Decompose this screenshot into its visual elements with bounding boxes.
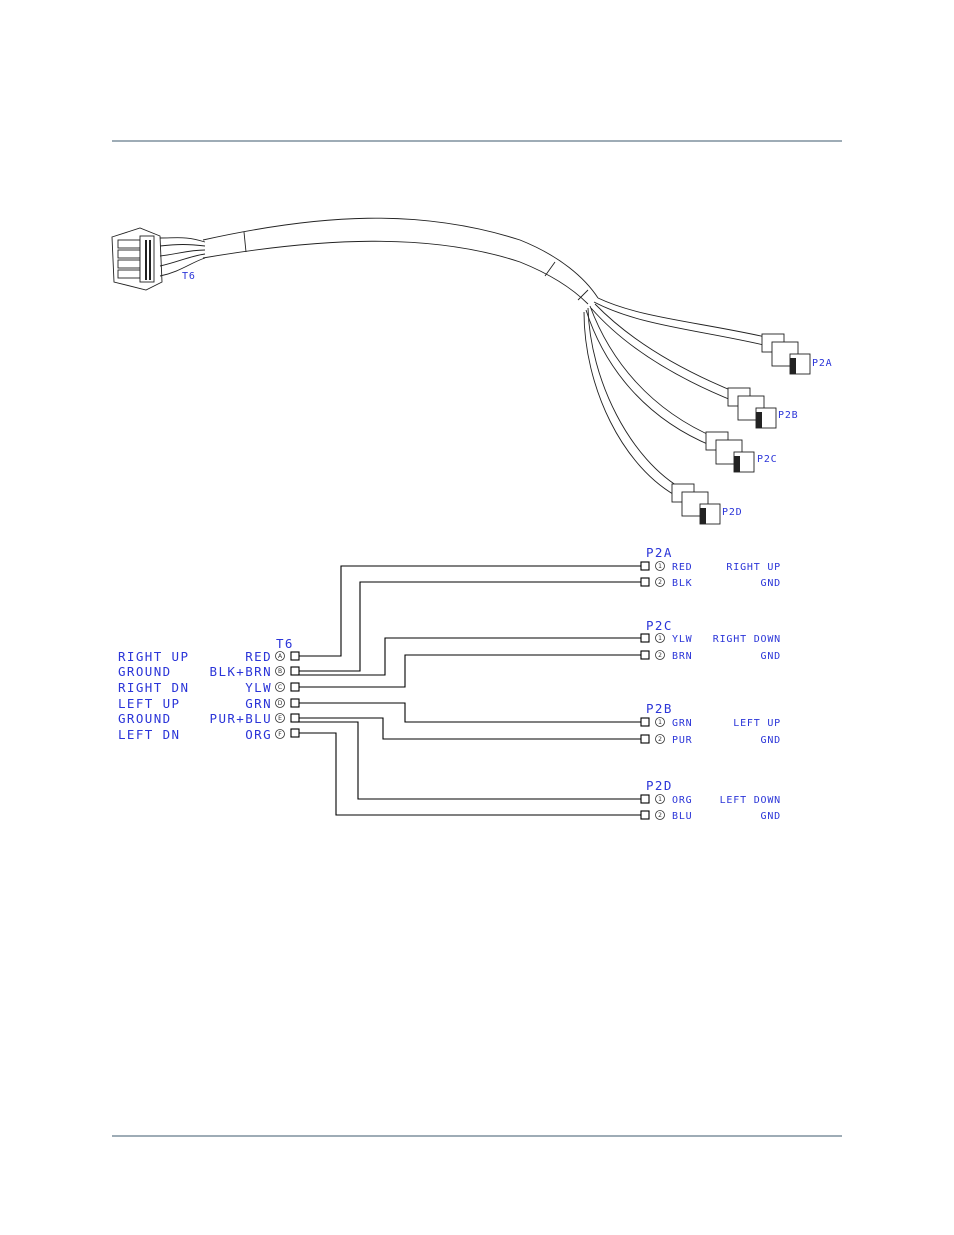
harness-illustration: T6 P2A P2B P2C P2D [112, 218, 832, 524]
svg-text:1: 1 [658, 563, 662, 570]
p2d-row: 1 ORG LEFT DOWN [641, 795, 781, 807]
p2c-row: 2 BRN GND [641, 651, 781, 663]
p2c-harness-label: P2C [757, 454, 777, 465]
svg-text:LEFT DOWN: LEFT DOWN [720, 795, 781, 806]
svg-text:GRN: GRN [672, 718, 692, 729]
t6-row: RIGHT DN YLW C [118, 680, 299, 695]
svg-text:RIGHT UP: RIGHT UP [118, 649, 189, 664]
svg-text:2: 2 [658, 652, 662, 659]
wire-blk [299, 582, 642, 671]
svg-text:2: 2 [658, 736, 662, 743]
svg-text:PUR: PUR [672, 735, 693, 746]
p2d-connector [672, 484, 720, 524]
svg-text:E: E [278, 715, 282, 722]
svg-text:YLW: YLW [245, 680, 272, 695]
svg-text:GND: GND [761, 735, 781, 746]
svg-text:RIGHT DN: RIGHT DN [118, 680, 189, 695]
svg-text:PUR+BLU: PUR+BLU [210, 711, 272, 726]
p2c-row: 1 YLW RIGHT DOWN [641, 634, 781, 646]
t6-row: LEFT UP GRN D [118, 696, 299, 711]
p2a-schematic-title: P2A [646, 545, 673, 560]
p2b-row: 2 PUR GND [641, 735, 781, 747]
svg-text:GND: GND [761, 811, 781, 822]
svg-text:2: 2 [658, 579, 662, 586]
wire-blu [299, 733, 642, 815]
svg-text:BRN: BRN [672, 651, 692, 662]
wire-org [299, 722, 642, 799]
t6-row: RIGHT UP RED A [118, 649, 299, 664]
wire-ylw [299, 638, 642, 675]
p2a-connector [762, 334, 810, 374]
t6-pin-box [291, 667, 299, 675]
p2b-schematic-title: P2B [646, 701, 673, 716]
p2a-row: 1 RED RIGHT UP [641, 562, 781, 574]
t6-pin-box [291, 714, 299, 722]
p2d-harness-label: P2D [722, 507, 742, 518]
svg-text:2: 2 [658, 812, 662, 819]
p2c-connector [706, 432, 754, 472]
svg-text:D: D [278, 700, 283, 707]
t6-schematic-title: T6 [276, 636, 294, 651]
svg-text:B: B [278, 668, 282, 675]
p2d-schematic-title: P2D [646, 778, 673, 793]
t6-row: LEFT DN ORG F [118, 727, 299, 742]
svg-text:RED: RED [245, 649, 272, 664]
p2b-connector [728, 388, 776, 428]
svg-text:YLW: YLW [672, 634, 693, 645]
svg-text:LEFT DN: LEFT DN [118, 727, 180, 742]
wire-red [299, 566, 642, 656]
svg-text:RIGHT UP: RIGHT UP [726, 562, 781, 573]
svg-text:ORG: ORG [672, 795, 692, 806]
svg-text:BLU: BLU [672, 811, 692, 822]
p2a-row: 2 BLK GND [641, 578, 781, 590]
svg-text:1: 1 [658, 796, 662, 803]
svg-text:BLK: BLK [672, 578, 692, 589]
svg-text:GND: GND [761, 578, 781, 589]
svg-text:LEFT UP: LEFT UP [733, 718, 781, 729]
svg-text:1: 1 [658, 719, 662, 726]
schematic: T6 RIGHT UP RED A GROUND BLK+BRN B RIGHT… [118, 545, 781, 822]
t6-pin-box [291, 652, 299, 660]
p2b-harness-label: P2B [778, 410, 798, 421]
svg-text:RIGHT DOWN: RIGHT DOWN [713, 634, 781, 645]
svg-text:F: F [278, 731, 282, 738]
t6-pin-box [291, 729, 299, 737]
wire-grn [299, 703, 642, 722]
svg-text:RED: RED [672, 562, 692, 573]
p2a-harness-label: P2A [812, 358, 832, 369]
svg-text:GND: GND [761, 651, 781, 662]
t6-pin-box [291, 699, 299, 707]
svg-text:ORG: ORG [245, 727, 272, 742]
svg-text:BLK+BRN: BLK+BRN [210, 664, 272, 679]
svg-text:GROUND: GROUND [118, 664, 172, 679]
p2b-row: 1 GRN LEFT UP [641, 718, 781, 730]
svg-text:GRN: GRN [245, 696, 272, 711]
svg-text:1: 1 [658, 635, 662, 642]
svg-text:C: C [278, 684, 282, 691]
svg-text:GROUND: GROUND [118, 711, 172, 726]
t6-harness-label: T6 [182, 271, 196, 282]
p2c-schematic-title: P2C [646, 618, 673, 633]
svg-text:LEFT UP: LEFT UP [118, 696, 180, 711]
p2d-row: 2 BLU GND [641, 811, 781, 823]
t6-row: GROUND PUR+BLU E [118, 711, 299, 726]
t6-pin-box [291, 683, 299, 691]
wire-pur [299, 718, 642, 739]
t6-row: GROUND BLK+BRN B [118, 664, 299, 679]
